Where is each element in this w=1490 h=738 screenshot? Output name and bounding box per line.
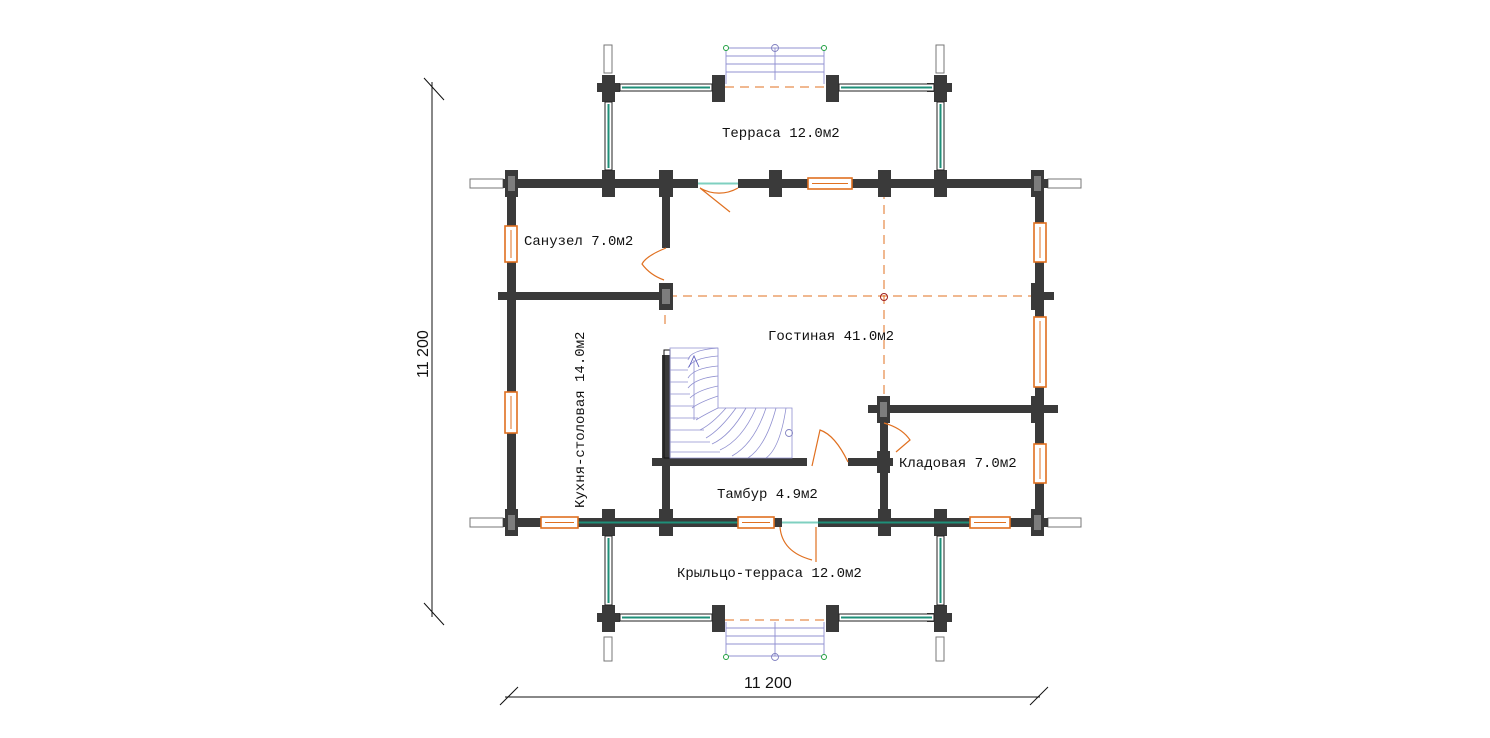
room-label-storage: Кладовая 7.0м2 (899, 456, 1017, 472)
room-label-bathroom: Санузел 7.0м2 (524, 234, 633, 250)
dimension-bottom (499, 686, 1049, 706)
terrace-railings (578, 83, 970, 622)
room-label-living-room: Гостиная 41.0м2 (768, 329, 894, 345)
room-label-terrace: Терраса 12.0м2 (722, 126, 840, 142)
entry-steps (723, 44, 827, 661)
room-label-porch-terrace: Крыльцо-терраса 12.0м2 (677, 566, 862, 582)
dimension-label-height: 11 200 (415, 330, 432, 378)
dimension-label-width: 11 200 (744, 675, 792, 692)
windows (504, 177, 1047, 529)
doors (641, 187, 911, 562)
staircase (663, 347, 793, 459)
log-crossings (505, 75, 1044, 632)
axis-lines (518, 86, 1035, 621)
room-label-vestibule: Тамбур 4.9м2 (717, 486, 818, 503)
room-label-kitchen-dining: Кухня-столовая 14.0м2 (573, 332, 589, 508)
dimension-left (423, 77, 445, 626)
